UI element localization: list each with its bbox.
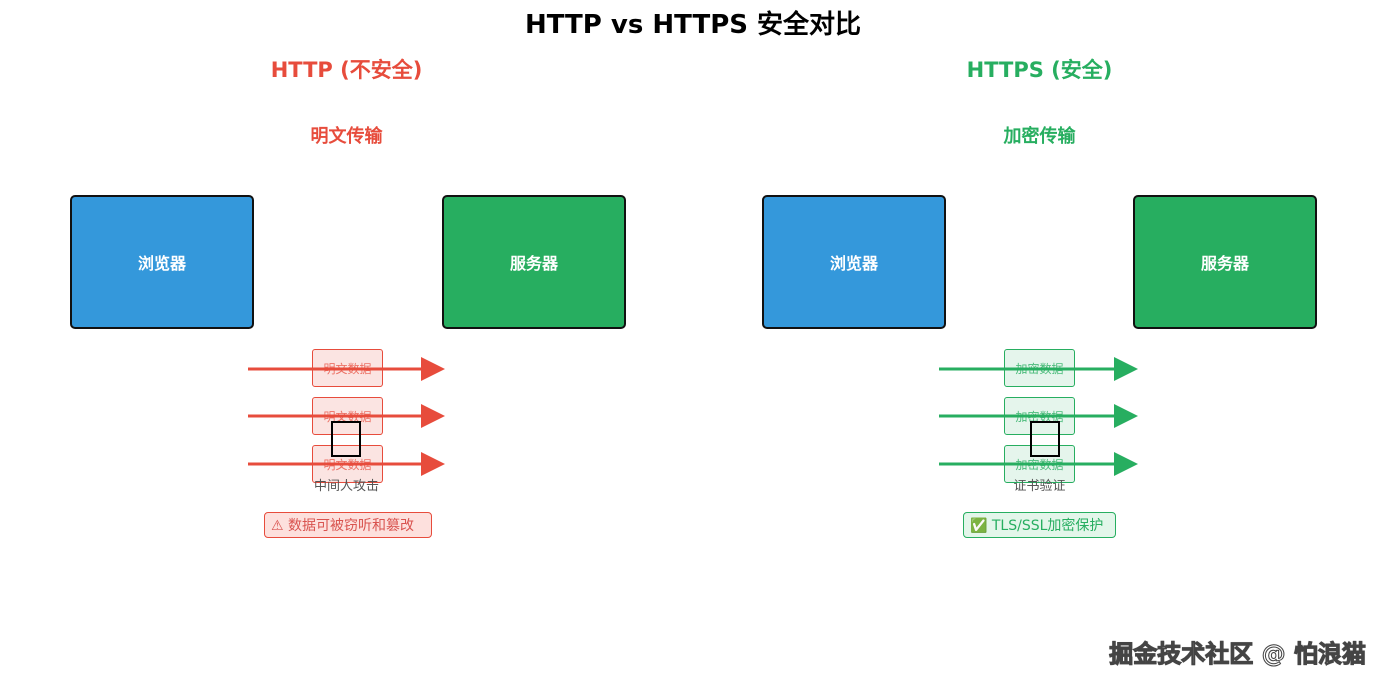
https-security-badge: ✅ TLS/SSL加密保护: [963, 512, 1116, 538]
http-server-label: 服务器: [509, 254, 558, 273]
diagram-title: HTTP vs HTTPS 安全对比: [524, 10, 862, 40]
http-warning-badge: ⚠ 数据可被窃听和篡改: [264, 512, 432, 538]
http-panel: HTTP (不安全) 明文传输 浏览器 服务器 明文数据 明文数据 明文数据 中…: [70, 58, 626, 538]
watermark: 掘金技术社区 @ 怕浪猫: [1109, 640, 1367, 669]
http-server-node: 服务器: [442, 195, 626, 329]
https-center-label: 证书验证: [1013, 479, 1066, 494]
https-panel: HTTPS (安全) 加密传输 浏览器 服务器 加密数据 加密数据 加密数据 证…: [693, 0, 1386, 689]
http-browser-label: 浏览器: [137, 254, 186, 273]
https-heading: HTTPS (安全): [966, 58, 1113, 82]
https-mode-label: 加密传输: [1003, 126, 1076, 147]
https-arrows: [939, 357, 1138, 476]
missing-glyph-icon: [331, 421, 361, 457]
http-heading: HTTP (不安全): [270, 58, 423, 82]
https-server-label: 服务器: [1200, 254, 1249, 273]
https-browser-node: 浏览器: [762, 195, 946, 329]
missing-glyph-icon: [1030, 421, 1060, 457]
https-browser-label: 浏览器: [829, 254, 878, 273]
http-mode-label: 明文传输: [310, 126, 383, 147]
https-server-node: 服务器: [1133, 195, 1317, 329]
http-center-label: 中间人攻击: [313, 479, 379, 494]
http-arrows: [248, 357, 445, 476]
http-browser-node: 浏览器: [70, 195, 254, 329]
